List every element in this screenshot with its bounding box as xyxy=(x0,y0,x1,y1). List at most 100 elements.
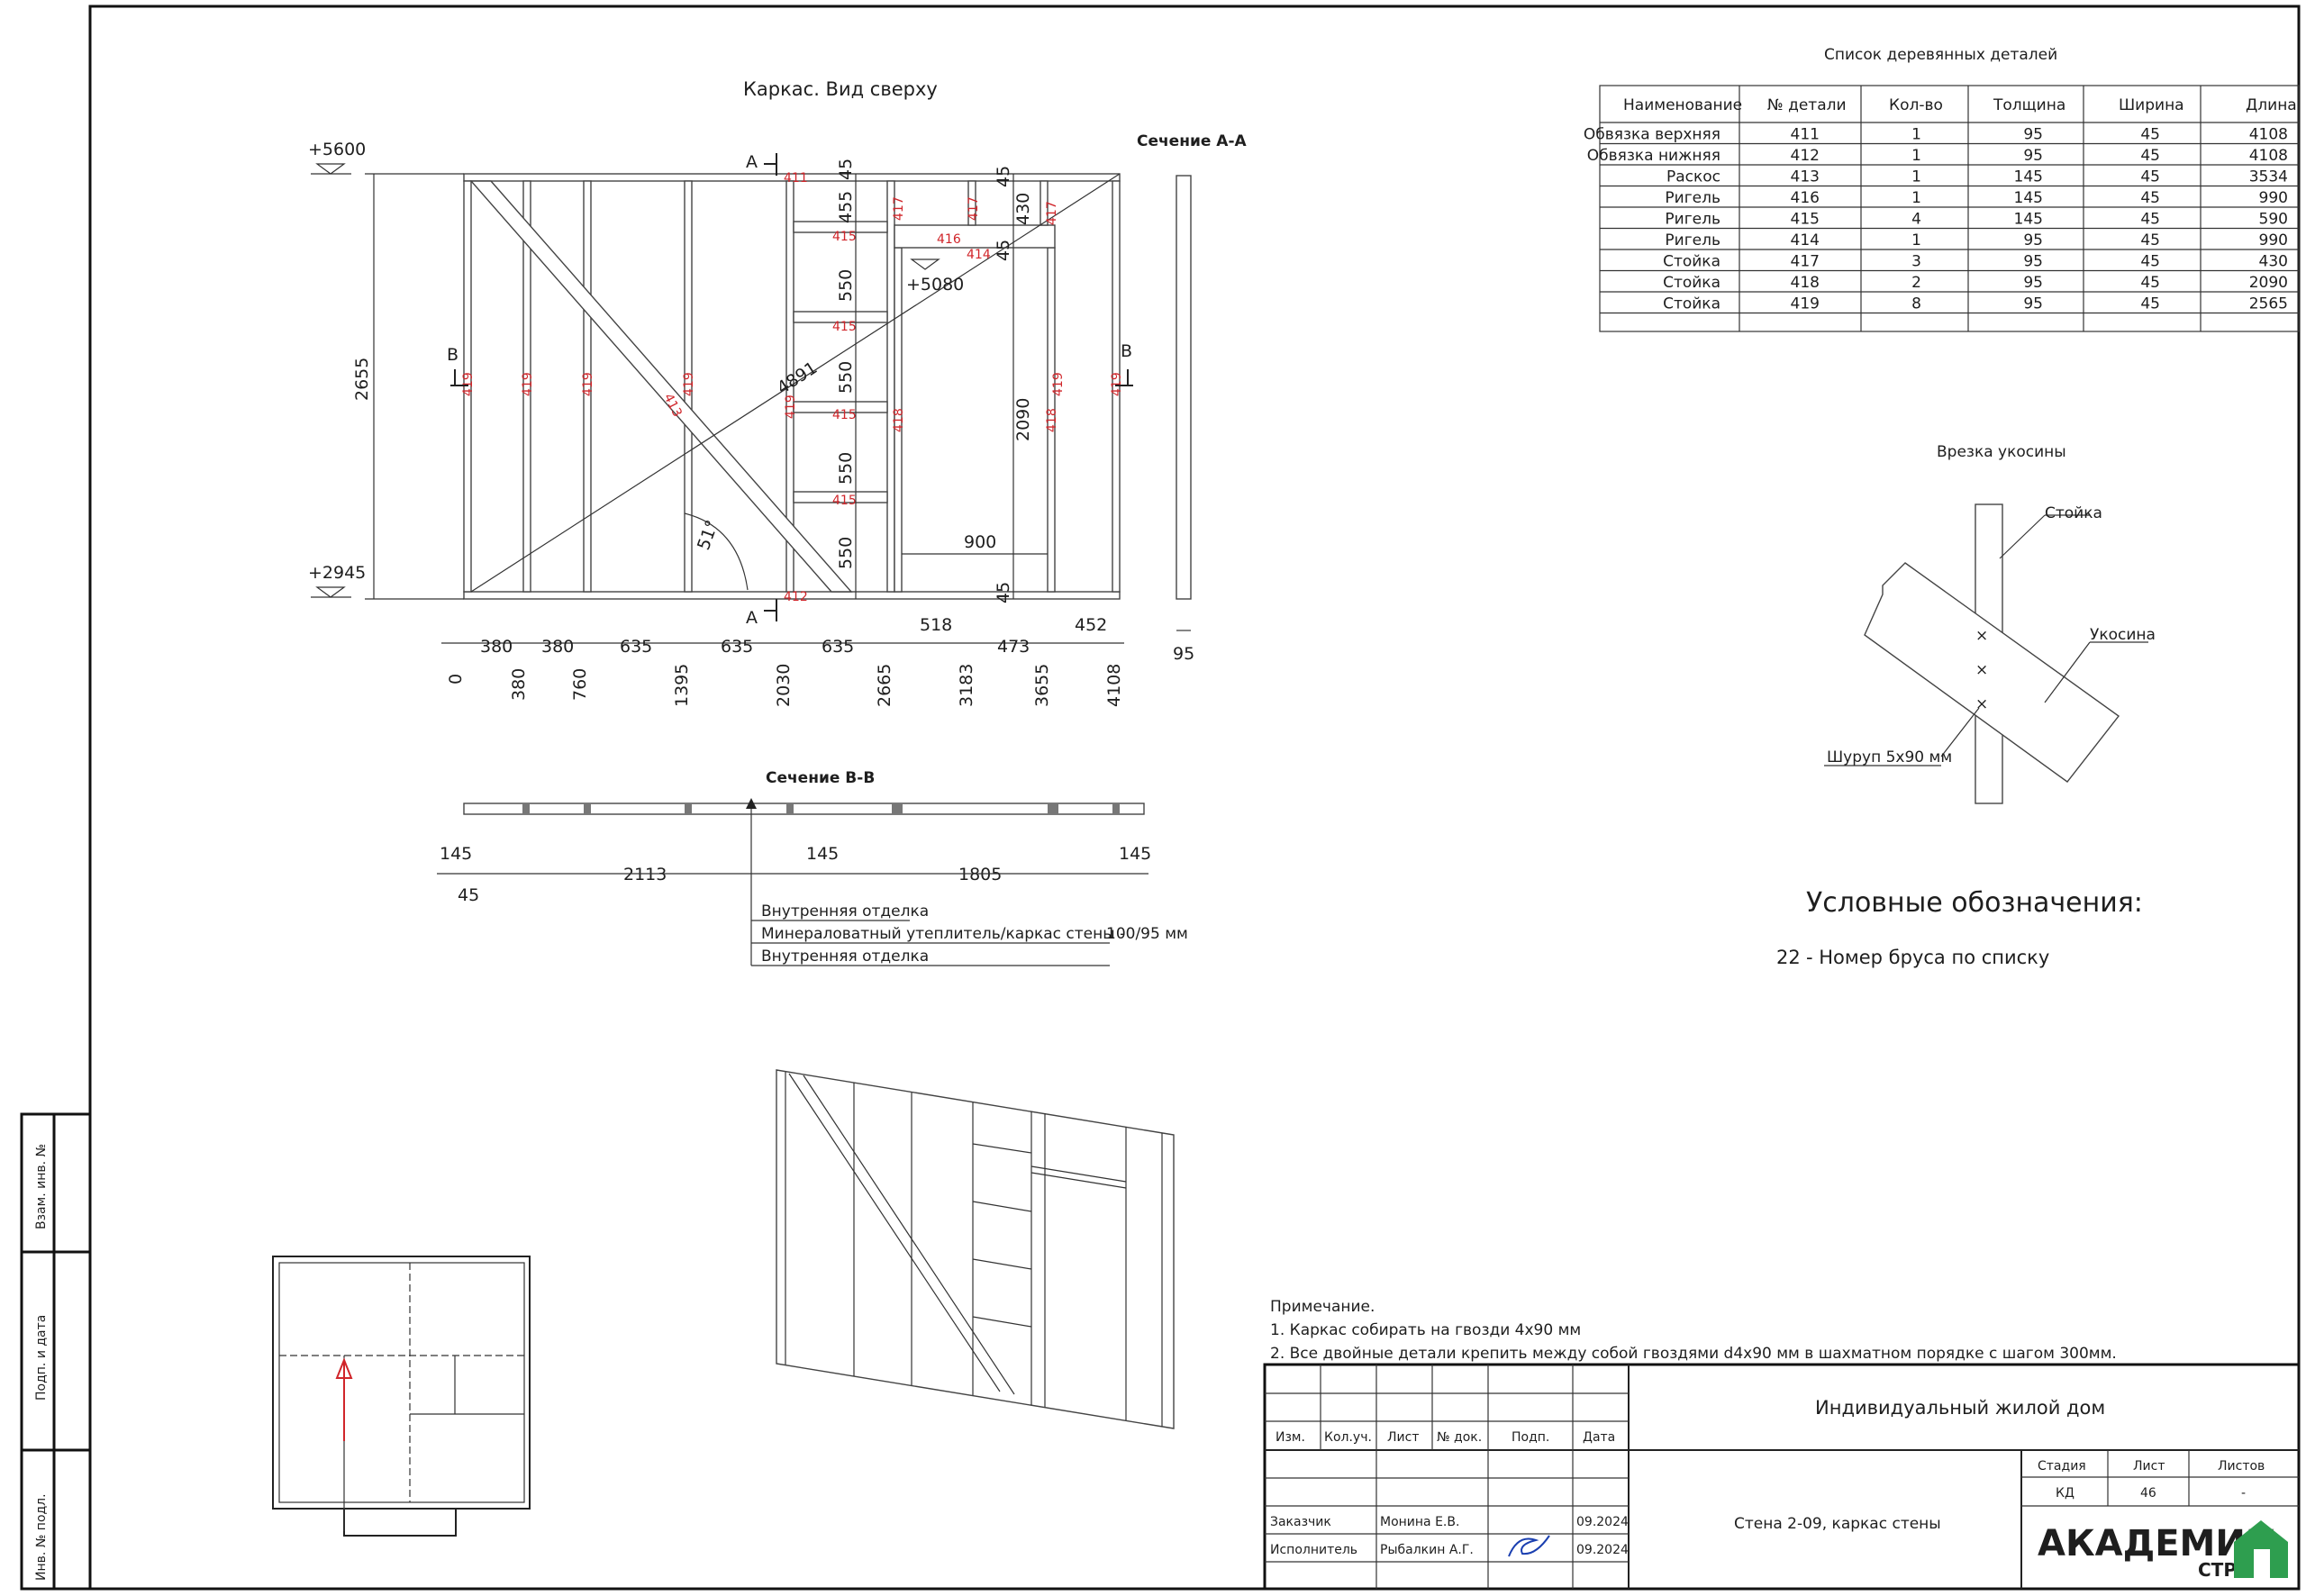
svg-text:2090: 2090 xyxy=(1013,398,1033,441)
table-cell: 411 xyxy=(1791,126,1820,144)
legend-title: Условные обозначения: xyxy=(1806,887,2143,919)
label-rail: 415 xyxy=(832,230,857,244)
table-cell: 3534 xyxy=(2249,168,2288,186)
svg-text:2030: 2030 xyxy=(774,664,794,707)
executor-name: Рыбалкин А.Г. xyxy=(1380,1543,1474,1557)
table-cell: 590 xyxy=(2259,211,2288,229)
short-stud xyxy=(1040,180,1049,226)
label-stud: 419 xyxy=(784,394,798,419)
svg-text:635: 635 xyxy=(620,637,652,657)
side-stamp-replace: Взам. инв. № xyxy=(34,1144,49,1229)
table-cell: 45 xyxy=(2140,126,2160,144)
label-brace-detail: Укосина xyxy=(2090,626,2156,644)
svg-text:380: 380 xyxy=(509,668,529,701)
svg-text:550: 550 xyxy=(836,452,856,485)
svg-text:Длина: Длина xyxy=(2246,96,2297,114)
svg-text:№ детали: № детали xyxy=(1767,96,1847,114)
side-stamp-inventory: Инв. № подл. xyxy=(34,1493,49,1581)
table-cell: Ригель xyxy=(1665,231,1720,249)
diagonal-dimension-line xyxy=(470,173,1121,593)
elevation-marks: +5600 +2945 2655 +5080 xyxy=(308,140,964,600)
table-cell: 412 xyxy=(1791,147,1820,165)
table-cell: 1 xyxy=(1911,231,1921,249)
svg-text:550: 550 xyxy=(836,537,856,569)
short-stud xyxy=(967,180,976,226)
svg-text:0: 0 xyxy=(446,674,466,685)
table-cell: Стойка xyxy=(1663,274,1720,292)
legend-text: - Номер бруса по списку xyxy=(1806,947,2049,968)
svg-text:Наименование: Наименование xyxy=(1623,96,1742,114)
table-cell: 414 xyxy=(1791,231,1820,249)
stage-value: КД xyxy=(2056,1486,2074,1501)
detail-brace xyxy=(1864,562,2120,783)
table-cell: 145 xyxy=(2014,189,2043,207)
svg-text:45: 45 xyxy=(994,582,1013,603)
part-labels: 411 412 413 416 414 415 415 415 415 417 … xyxy=(461,171,1124,604)
section-bb-view: Сечение В-В 145 45 2113 145 1805 145 Вну… xyxy=(437,769,1188,966)
table-cell: 8 xyxy=(1911,295,1921,313)
label-rail: 415 xyxy=(832,320,857,334)
table-cell: 95 xyxy=(2023,126,2043,144)
table-cell: Ригель xyxy=(1665,211,1720,229)
layer-insulation: Минераловатный утеплитель/каркас стены - xyxy=(761,925,1125,943)
executor-date: 09.2024 xyxy=(1576,1543,1629,1557)
parts-table-title: Список деревянных деталей xyxy=(1824,46,2057,64)
frame-plan-view: Каркас. Вид сверху xyxy=(308,78,1248,707)
svg-text:3655: 3655 xyxy=(1032,664,1052,707)
diagonal-brace xyxy=(469,180,853,593)
svg-text:Толщина: Толщина xyxy=(1993,96,2065,114)
label-stud: 419 xyxy=(581,372,595,396)
side-stamp-sign-date: Подп. и дата xyxy=(34,1315,49,1401)
table-cell: 95 xyxy=(2023,274,2043,292)
svg-text:45: 45 xyxy=(836,159,856,180)
svg-text:В: В xyxy=(447,345,458,365)
label-stud: 419 xyxy=(521,372,535,396)
svg-text:45: 45 xyxy=(994,240,1013,261)
customer-name: Монина Е.В. xyxy=(1380,1515,1459,1529)
svg-text:3183: 3183 xyxy=(957,664,976,707)
sheet-frame xyxy=(20,5,2301,1591)
floor-plan-thumbnail xyxy=(272,1256,531,1537)
table-cell: Ригель xyxy=(1665,189,1720,207)
svg-text:№ док.: № док. xyxy=(1437,1430,1482,1445)
svg-text:1805: 1805 xyxy=(958,865,1002,884)
layer-thickness: 100/95 мм xyxy=(1106,925,1188,943)
label-rail: 415 xyxy=(832,494,857,508)
legend: Условные обозначения: 22 - Номер бруса п… xyxy=(1776,887,2143,968)
table-cell: 45 xyxy=(2140,295,2160,313)
header-beam xyxy=(894,224,1056,249)
opening-width: 900 xyxy=(964,532,996,552)
svg-text:2665: 2665 xyxy=(875,664,894,707)
table-cell: 4108 xyxy=(2249,147,2288,165)
table-cell: 419 xyxy=(1791,295,1820,313)
table-cell: 430 xyxy=(2259,253,2288,271)
label-short-stud: 417 xyxy=(892,196,906,221)
section-aa-view: Сечение А-А 95 xyxy=(1137,132,1248,664)
svg-text:145: 145 xyxy=(440,844,472,864)
sheet-value: 46 xyxy=(2140,1486,2156,1501)
project-title: Индивидуальный жилой дом xyxy=(1815,1397,2105,1419)
svg-text:Ширина: Ширина xyxy=(2119,96,2184,114)
section-width: 95 xyxy=(1173,644,1194,664)
table-cell: 95 xyxy=(2023,147,2043,165)
table-cell: 413 xyxy=(1791,168,1820,186)
right-dimensions: 45 455 550 550 550 550 45 430 45 2090 45… xyxy=(836,159,1048,603)
isometric-frame-view xyxy=(776,1069,1175,1429)
screw-mark: × xyxy=(1975,627,1988,645)
brace-detail: Врезка укосины × × × Стойка Укосина Шуру… xyxy=(1824,443,2156,804)
table-cell: Стойка xyxy=(1663,295,1720,313)
parts-table-header: Наименование № детали Кол-во Толщина Шир… xyxy=(1623,96,2297,114)
svg-text:4108: 4108 xyxy=(1104,664,1124,707)
parts-table: Список деревянных деталей Наименование №… xyxy=(1584,46,2300,332)
section-bb-title: Сечение В-В xyxy=(766,769,875,787)
svg-text:45: 45 xyxy=(994,166,1013,187)
label-top-plate: 411 xyxy=(784,171,808,186)
svg-text:455: 455 xyxy=(836,191,856,223)
section-aa-title: Сечение А-А xyxy=(1137,132,1248,150)
label-jamb: 418 xyxy=(1045,408,1059,432)
svg-text:452: 452 xyxy=(1075,615,1107,635)
angle-dimension: 51° xyxy=(694,518,722,553)
label-stud: 419 xyxy=(1110,372,1124,396)
label-beam: 414 xyxy=(967,248,991,262)
label-short-stud: 417 xyxy=(967,196,981,221)
